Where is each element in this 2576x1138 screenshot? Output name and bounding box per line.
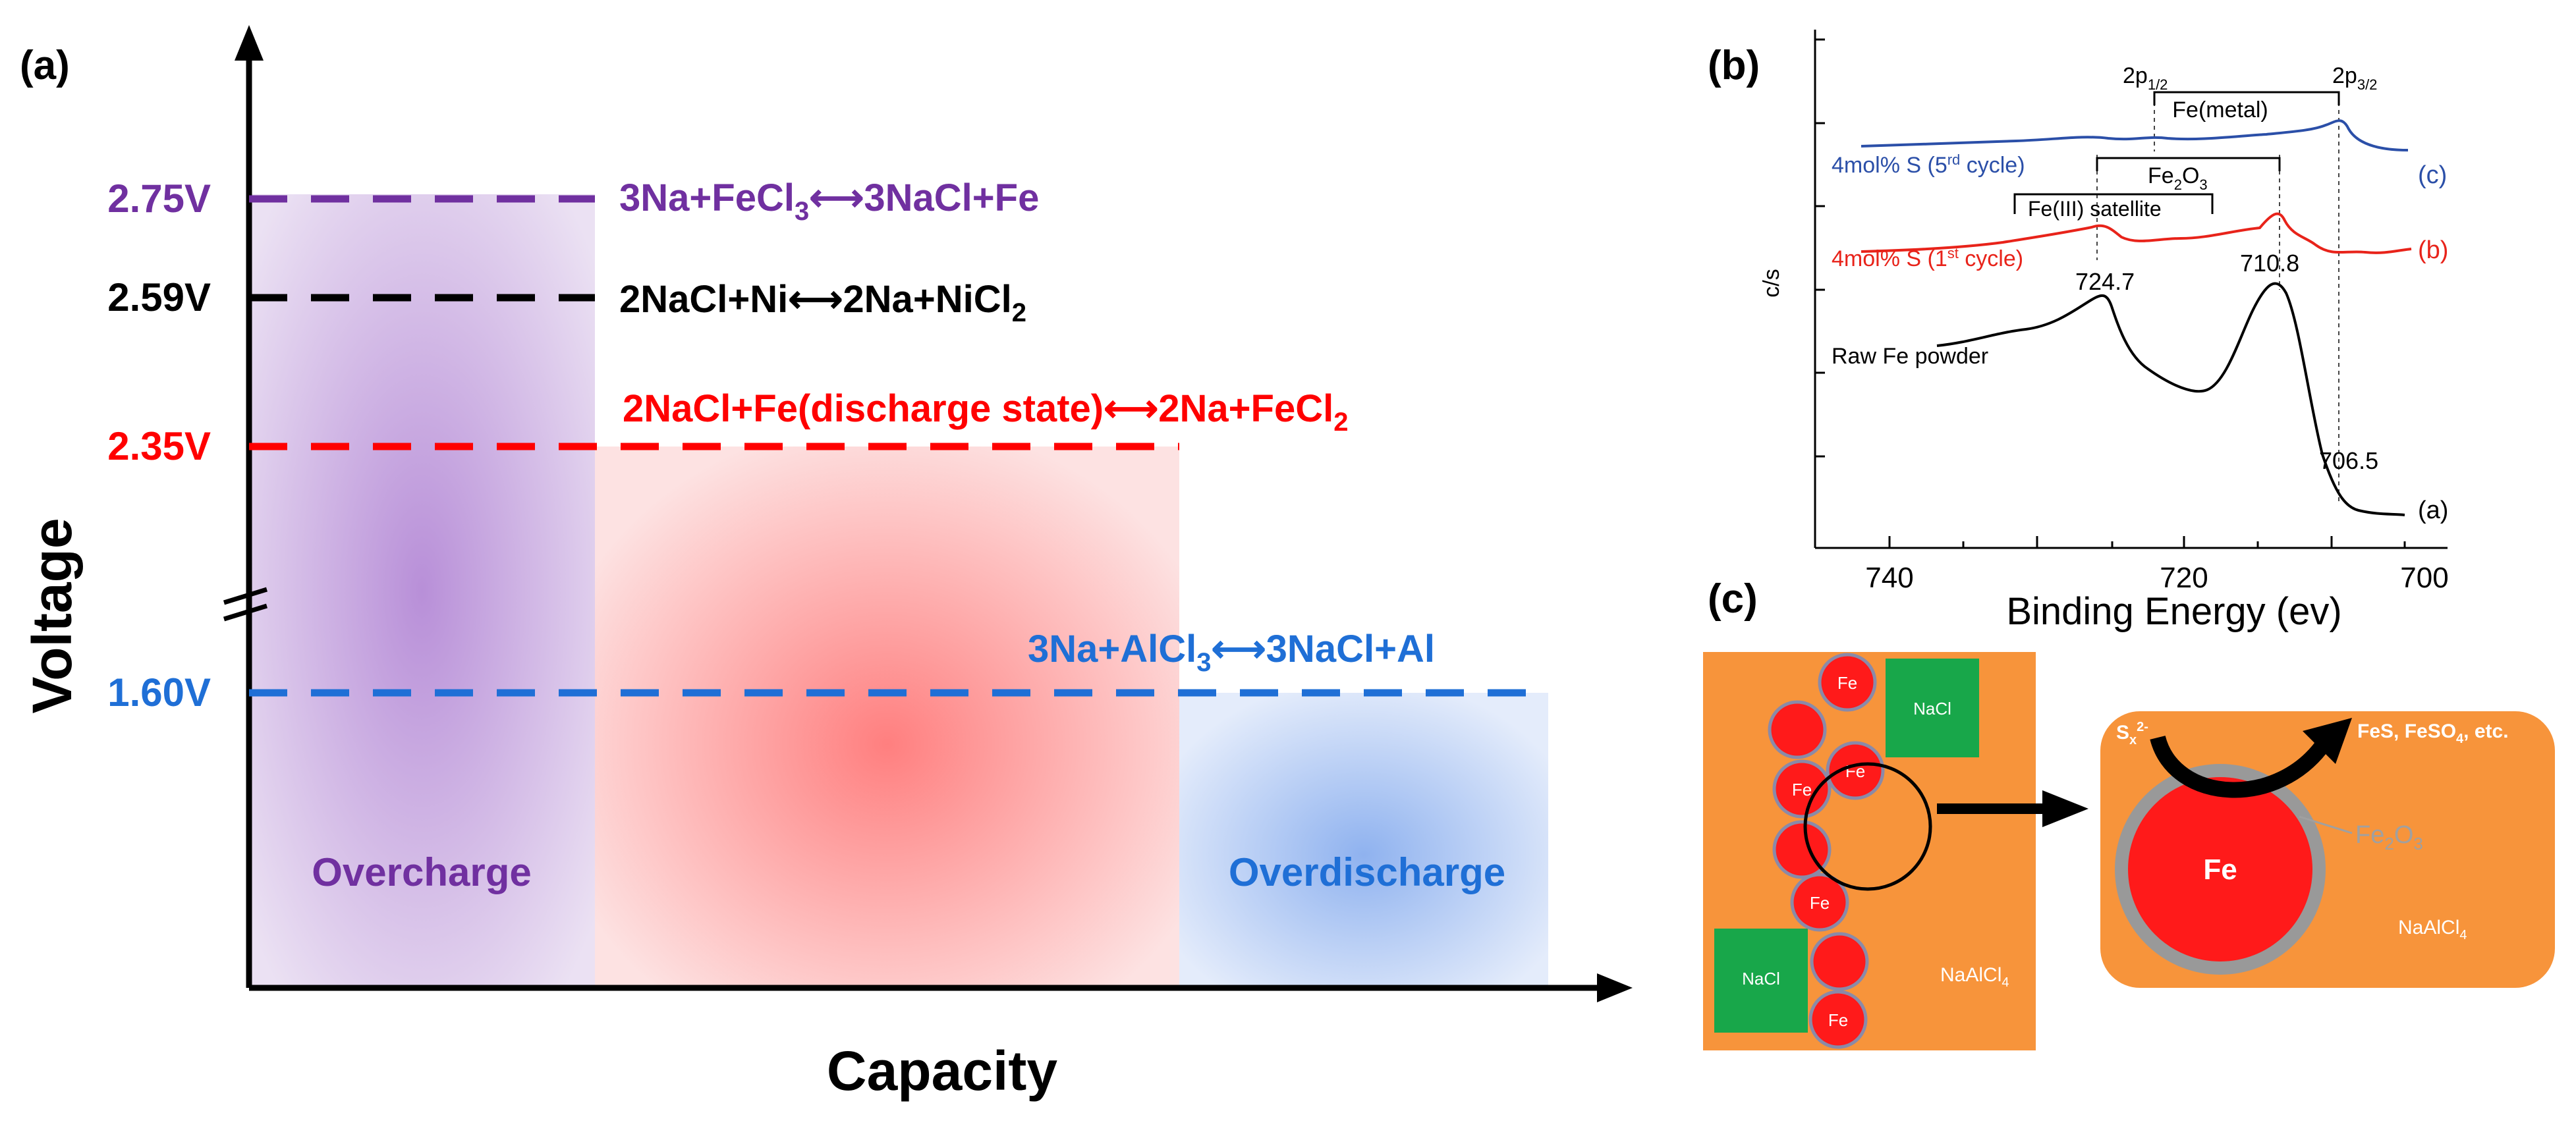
voltage-label-2.75: 2.75V <box>107 176 211 221</box>
xps-x-ticks <box>1888 536 2406 548</box>
fe-particle <box>1818 653 1877 712</box>
x-tick-700: 700 <box>2400 562 2448 594</box>
voltage-label-2.59: 2.59V <box>107 275 211 319</box>
fe-label: Fe <box>1792 780 1812 799</box>
position-710.8: 710.8 <box>2240 250 2299 277</box>
curve-a <box>1936 282 2405 516</box>
reaction-2.75: 3Na+FeCl3⟷3NaCl+Fe <box>619 176 1039 226</box>
curve-a-name: Raw Fe powder <box>1832 344 1988 369</box>
fe-particles <box>1768 653 1885 1049</box>
fe2o3-pointer <box>2299 815 2353 834</box>
naalcl4-label-left: NaAlCl4 <box>1940 964 2009 990</box>
peak-label-2p32: 2p3/2 <box>2332 63 2377 93</box>
panel-b: (b) 740 720 700 Binding Energy (e <box>1708 30 2449 633</box>
reaction-2.35: 2NaCl+Fe(discharge state)⟷2Na+FeCl2 <box>623 387 1348 437</box>
voltage-axis-arrow <box>235 25 264 61</box>
overdischarge-region <box>1179 693 1548 988</box>
capacity-axis-title: Capacity <box>827 1040 1057 1102</box>
curve-b-tag: (b) <box>2418 236 2448 264</box>
voltage-label-2.35: 2.35V <box>107 424 211 468</box>
panel-b-label: (b) <box>1708 43 1760 88</box>
fe2o3-layer-label: Fe2O3 <box>2355 821 2423 853</box>
curve-c-tag: (c) <box>2418 161 2447 189</box>
fe-metal-bracket <box>2153 91 2340 105</box>
fe-label-zoomed: Fe <box>2203 853 2237 886</box>
overdischarge-label: Overdischarge <box>1229 850 1505 894</box>
panel-a-label: (a) <box>20 43 70 88</box>
fe-label: Fe <box>1837 673 1857 693</box>
fe-particle <box>1808 990 1868 1049</box>
panel-c-label: (c) <box>1708 576 1758 622</box>
curve-a-tag: (a) <box>2418 497 2448 524</box>
curve-c <box>1861 119 2409 151</box>
x-tick-720: 720 <box>2160 562 2208 594</box>
xps-y-ticks <box>1815 38 1825 458</box>
peak-guides <box>2096 102 2339 504</box>
voltage-axis-title: Voltage <box>21 518 83 713</box>
nacl-block-bottom <box>1714 929 1808 1033</box>
fe-particle <box>1790 873 1849 932</box>
fe3-satellite-bracket <box>2013 193 2214 214</box>
fe3-satellite-label: Fe(III) satellite <box>2028 197 2162 221</box>
fe-particle <box>1768 700 1827 759</box>
fe2o3-label: Fe2O3 <box>2148 163 2208 193</box>
reaction-2.59: 2NaCl+Ni⟷2Na+NiCl2 <box>619 278 1026 327</box>
overcharge-region <box>249 194 595 988</box>
xps-x-axis-title: Binding Energy (ev) <box>2006 590 2341 633</box>
fe-particle <box>1826 741 1885 800</box>
fe-particle <box>1810 932 1869 991</box>
products-label: FeS, FeSO4, etc. <box>2357 720 2509 746</box>
naalcl4-label-right: NaAlCl4 <box>2398 917 2467 942</box>
reaction-1.60: 3Na+AlCl3⟷3NaCl+Al <box>1028 628 1435 677</box>
overcharge-label: Overcharge <box>312 850 532 894</box>
position-706.5: 706.5 <box>2319 447 2378 474</box>
fe-label: Fe <box>1810 893 1830 913</box>
voltage-label-1.60: 1.60V <box>107 670 211 715</box>
nacl-block-top <box>1886 659 1979 757</box>
curve-b-name: 4mol% S (1st cycle) <box>1832 245 2023 271</box>
panel-c: (c) NaCl NaCl Fe Fe Fe Fe Fe NaAlCl4 <box>1703 576 2555 1050</box>
peak-label-2p12: 2p1/2 <box>2123 63 2168 93</box>
position-724.7: 724.7 <box>2075 268 2135 295</box>
nacl-label-top: NaCl <box>1913 699 1951 718</box>
fe2o3-bracket <box>2096 157 2281 171</box>
x-tick-740: 740 <box>1865 562 1913 594</box>
capacity-axis-arrow <box>1597 973 1633 1002</box>
panel-a: (a) 2.75V 2.59V 2.35V 1.60V 3Na+FeCl3⟷3N… <box>20 25 1633 1102</box>
sx-label: Sx2- <box>2116 720 2148 747</box>
curve-c-name: 4mol% S (5rd cycle) <box>1832 151 2025 178</box>
fe-label: Fe <box>1828 1010 1848 1030</box>
reaction-arrow-head <box>2303 718 2352 764</box>
nacl-label-bottom: NaCl <box>1742 969 1780 989</box>
zoom-circle <box>1803 762 1932 891</box>
curve-b <box>1861 212 2412 254</box>
fe-metal-label: Fe(metal) <box>2172 97 2268 122</box>
fe-particle <box>1772 759 1832 819</box>
fe-particle-zoomed <box>2115 764 2326 975</box>
zoom-arrow-head <box>2042 790 2088 827</box>
normal-region <box>595 447 1179 988</box>
axis-break <box>223 587 268 605</box>
xps-y-axis-title: c/s <box>1759 269 1784 297</box>
reaction-arrow <box>2150 735 2332 798</box>
